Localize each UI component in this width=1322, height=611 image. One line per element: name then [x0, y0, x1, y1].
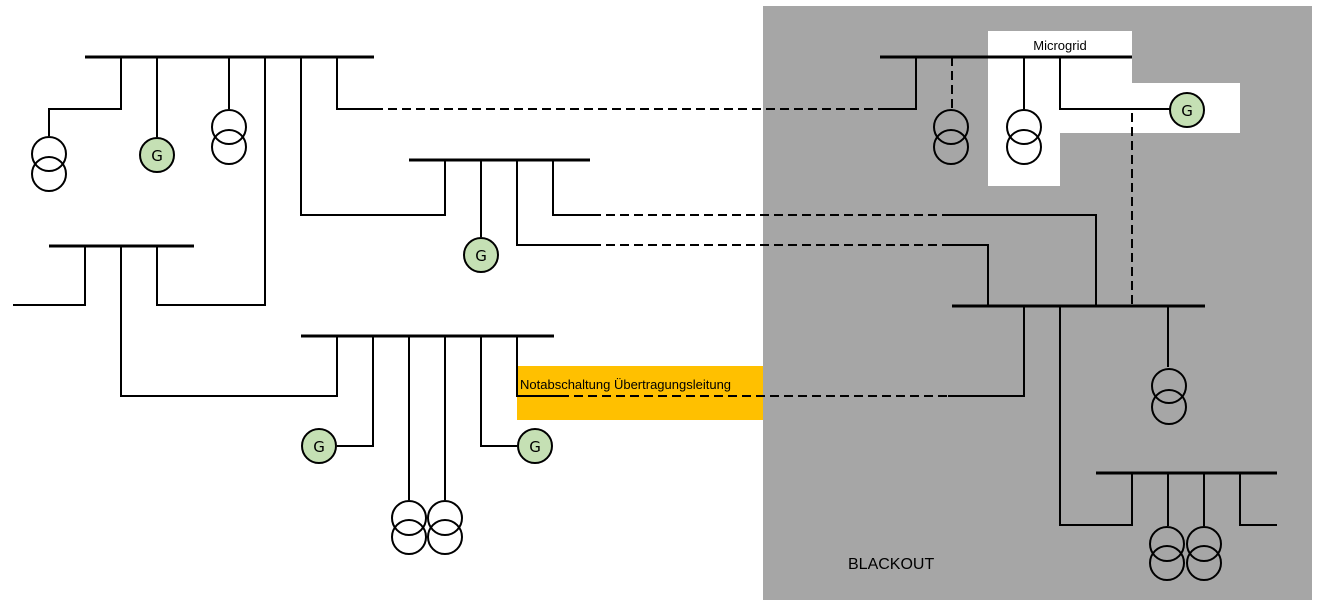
- line-b2-b6-b-end: [948, 214, 1097, 306]
- generator-label: G: [1181, 102, 1193, 120]
- line-b2-b6-a-solid: [516, 160, 592, 246]
- transformer-icon: [1149, 526, 1185, 581]
- line-b1-b5-end: [880, 57, 917, 110]
- generator-icon: G: [463, 237, 499, 273]
- line-b1-b5-solid: [336, 57, 374, 110]
- line-b1-b2: [300, 57, 446, 216]
- transformer-icon: [427, 500, 463, 555]
- transformer-icon: [1006, 109, 1042, 165]
- generator-icon: G: [139, 137, 175, 173]
- generator-label: G: [151, 147, 163, 165]
- line-b6-b7: [1059, 306, 1133, 526]
- transformer-icon: [391, 500, 427, 555]
- feeder-b1-trafo-left: [48, 57, 122, 136]
- line-b4-b6-end: [948, 306, 1025, 397]
- feeder-b7-right: [1239, 473, 1277, 526]
- feeder-b4-gen-left: [337, 336, 374, 447]
- shutdown-label: Notabschaltung Übertragungsleitung: [520, 377, 731, 392]
- line-b4-b6-solid: [516, 336, 560, 397]
- microgrid-label: Microgrid: [1033, 38, 1086, 53]
- feeder-b3-left: [13, 246, 86, 306]
- generator-label: G: [529, 438, 541, 456]
- generator-label: G: [313, 438, 325, 456]
- transformer-icon: [1151, 368, 1187, 425]
- shutdown-highlight: [517, 366, 763, 420]
- feeder-b5-microgrid-gen: [1059, 57, 1170, 110]
- generator-icon: G: [301, 428, 337, 464]
- feeder-b4-gen-right: [480, 336, 517, 447]
- transformer-icon: [1186, 526, 1222, 581]
- generator-label: G: [475, 247, 487, 265]
- line-b2-b6-a-end: [948, 244, 989, 306]
- generator-icon: G: [517, 428, 553, 464]
- transformer-icon: [211, 109, 247, 165]
- transformer-icon: [933, 109, 969, 165]
- line-b3-b4: [120, 246, 338, 397]
- transformer-icon: [31, 136, 67, 192]
- blackout-label: BLACKOUT: [848, 556, 934, 573]
- line-b2-b6-b-solid: [552, 160, 592, 216]
- generator-icon: G: [1169, 92, 1205, 128]
- line-b1-b3: [156, 57, 266, 306]
